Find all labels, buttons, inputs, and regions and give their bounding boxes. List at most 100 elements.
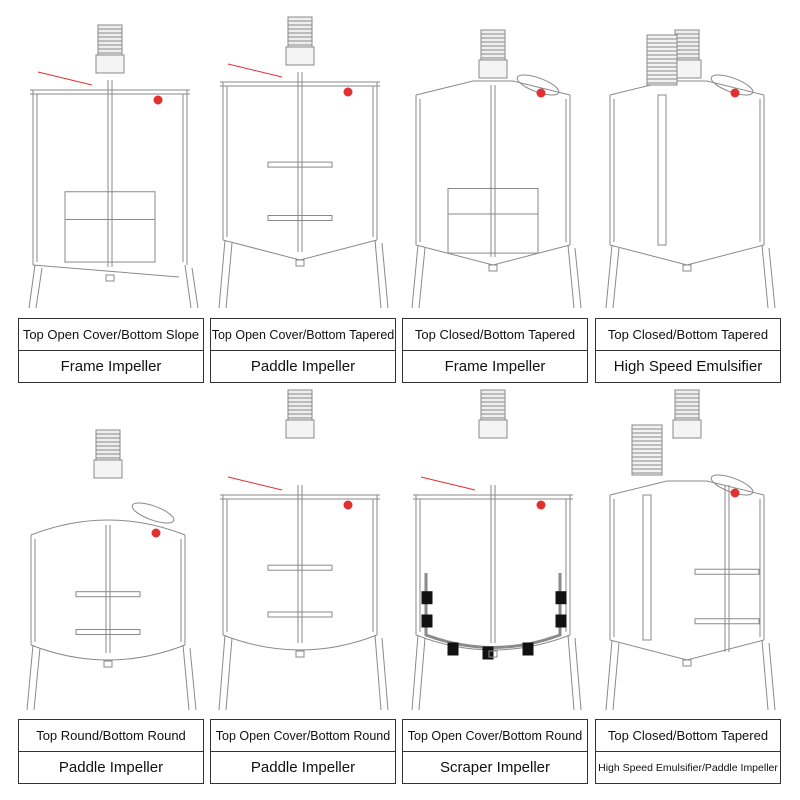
scraper-blade (522, 642, 534, 656)
tank-leg (418, 637, 426, 711)
tank-bottom (30, 644, 186, 661)
scraper-blade (421, 591, 433, 605)
scraper-frame (424, 573, 562, 649)
paddle-blade (267, 161, 333, 168)
paddle-blade (75, 629, 141, 635)
outlet (488, 264, 498, 272)
emulsifier-shaft (657, 94, 667, 246)
tank-leg (218, 239, 226, 309)
scraper-blade (447, 642, 459, 656)
tank-leg (225, 637, 233, 711)
tank-leg (381, 242, 389, 309)
motor (674, 29, 700, 61)
impeller-label: Paddle Impeller (58, 759, 164, 776)
tank-leg (605, 639, 613, 711)
tank-leg (574, 247, 582, 309)
tank-leg (567, 244, 575, 309)
tank-bottom (222, 239, 378, 261)
tank-leg (374, 634, 382, 711)
frame-impeller (447, 188, 539, 254)
tank-bottom (222, 634, 378, 651)
gearbox (478, 59, 508, 79)
tank-leg (761, 244, 769, 309)
tank-top-cone (609, 480, 765, 496)
tank-shape-label: Top Closed/Bottom Tapered (596, 319, 780, 351)
paddle-blade (75, 591, 141, 598)
tank-leg (35, 267, 43, 309)
valve-icon (536, 88, 546, 98)
valve-icon (343, 500, 353, 510)
tank-bottom (32, 264, 180, 278)
tank-leg (411, 244, 419, 309)
emulsifier-shaft (642, 494, 652, 641)
valve-icon (730, 88, 740, 98)
valve-icon (343, 87, 353, 97)
impeller-label: Scraper Impeller (439, 759, 551, 776)
tank-leg (567, 634, 575, 711)
scraper-blade (555, 614, 567, 628)
paddle-blade (267, 564, 333, 571)
impeller-label: Paddle Impeller (250, 759, 356, 776)
paddle-blade (694, 568, 760, 575)
tank-leg (381, 637, 389, 711)
tank-leg (418, 247, 426, 309)
tank-leg (182, 644, 190, 711)
tank-leg (605, 244, 613, 309)
manhole (131, 502, 175, 524)
impeller-label: Paddle Impeller (250, 358, 356, 375)
tank-shape-label: Top Open Cover/Bottom Round (211, 720, 395, 752)
tank-leg (184, 264, 192, 309)
tank-bottom (609, 244, 765, 266)
valve-icon (730, 488, 740, 498)
manhole (710, 74, 754, 96)
tank-leg (612, 247, 620, 309)
scraper-blade (421, 614, 433, 628)
outlet (295, 650, 305, 658)
tank-shape-label: Top Open Cover/Bottom Round (403, 720, 587, 752)
tank-leg (411, 634, 419, 711)
gearbox (95, 54, 125, 74)
valve-icon (153, 95, 163, 105)
tank-top-dome (30, 519, 186, 536)
tank-leg (218, 634, 226, 711)
impeller-label: Frame Impeller (60, 358, 162, 375)
gearbox (672, 419, 702, 439)
gearbox (285, 46, 315, 66)
tank-top-cone (415, 80, 571, 96)
tank-shape-label: Top Closed/Bottom Tapered (596, 720, 780, 752)
paddle-blade (267, 215, 333, 221)
impeller-label: High Speed Emulsifier (613, 358, 763, 375)
tank-leg (189, 647, 197, 711)
tank-top-cone (609, 80, 765, 96)
manhole (710, 474, 754, 496)
gearbox (478, 419, 508, 439)
tank-leg (768, 642, 776, 711)
outlet (103, 660, 113, 668)
motor (287, 389, 313, 421)
impeller-label: High Speed Emulsifier/Paddle Impeller (598, 761, 778, 774)
manhole (516, 74, 560, 96)
scraper-blade (555, 591, 567, 605)
paddle-blade (694, 618, 760, 625)
lid-handle (37, 71, 93, 86)
motor (97, 24, 123, 56)
outlet (105, 274, 115, 282)
tank-shape-label: Top Closed/Bottom Tapered (403, 319, 587, 351)
tank-bottom (609, 639, 765, 661)
tank-leg (191, 267, 199, 309)
tank-leg (574, 637, 582, 711)
tank-leg (26, 644, 34, 711)
valve-icon (151, 528, 161, 538)
motor (480, 389, 506, 421)
lid-handle (420, 476, 476, 491)
tank-bottom (415, 244, 571, 266)
lid-handle (227, 63, 283, 78)
